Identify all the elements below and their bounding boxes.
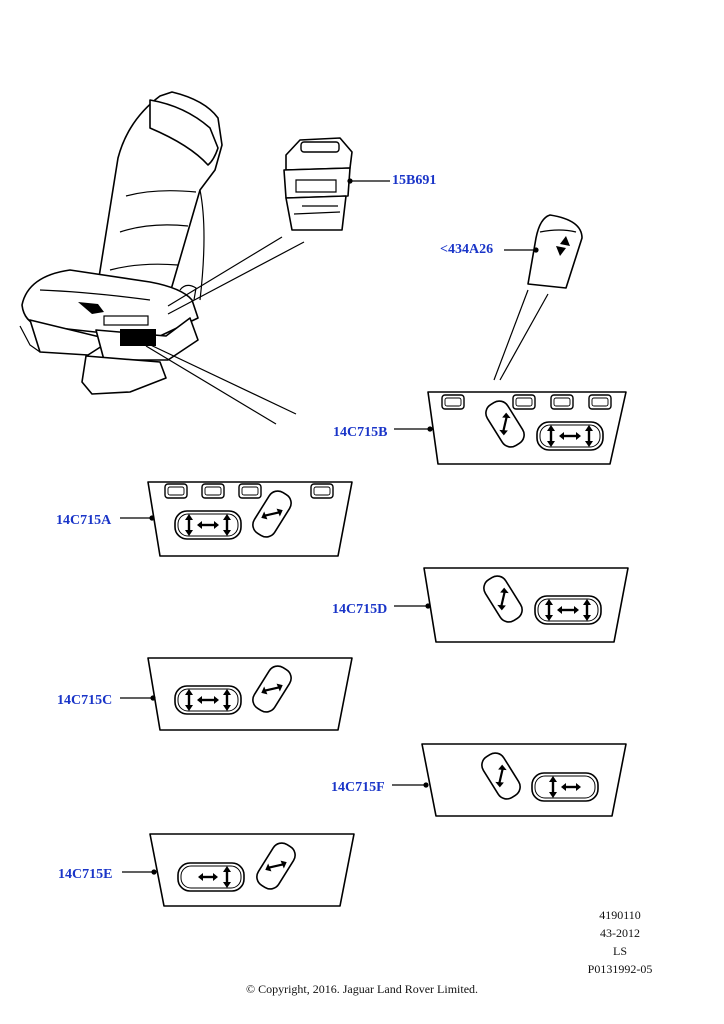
copyright-notice: © Copyright, 2016. Jaguar Land Rover Lim… — [245, 982, 479, 996]
label-14C715A[interactable]: 14C715A — [56, 513, 112, 528]
label-434A26[interactable]: <434A26 — [440, 242, 494, 257]
leader-14C715C — [120, 695, 156, 701]
leader-14C715D — [394, 603, 431, 609]
diagram-ref: P0131992-05 — [587, 962, 653, 976]
leader-14C715E — [122, 869, 157, 875]
label-14C715B[interactable]: 14C715B — [333, 425, 388, 440]
leader-14C715A — [120, 515, 155, 521]
label-15B691[interactable]: 15B691 — [392, 173, 437, 188]
leader-15B691 — [347, 178, 390, 184]
label-14C715C[interactable]: 14C715C — [57, 693, 113, 708]
label-14C715F[interactable]: 14C715F — [331, 780, 385, 795]
panel-14C715A[interactable] — [147, 481, 353, 557]
seat-leader-lines — [139, 236, 305, 425]
leader-14C715B — [394, 426, 433, 432]
panel-14C715B[interactable] — [427, 391, 627, 465]
panel-14C715E[interactable] — [149, 833, 355, 907]
diagram-initials: LS — [612, 944, 627, 958]
panel-14C715D[interactable] — [423, 567, 629, 643]
label-14C715E[interactable]: 14C715E — [58, 867, 113, 882]
knob-434A26[interactable] — [527, 214, 583, 289]
diagram-date: 43-2012 — [600, 926, 640, 940]
panel-14C715C[interactable] — [147, 657, 353, 731]
panel-14C715F[interactable] — [421, 743, 627, 817]
leader-434A26 — [493, 247, 549, 381]
diagram-code: 4190110 — [599, 908, 641, 922]
seat-illustration — [19, 91, 223, 395]
label-14C715D[interactable]: 14C715D — [332, 602, 388, 617]
diagram-metadata: 4190110 43-2012 LS P0131992-05 — [560, 906, 680, 978]
switch-15B691[interactable] — [283, 137, 353, 231]
leader-14C715F — [392, 782, 429, 788]
